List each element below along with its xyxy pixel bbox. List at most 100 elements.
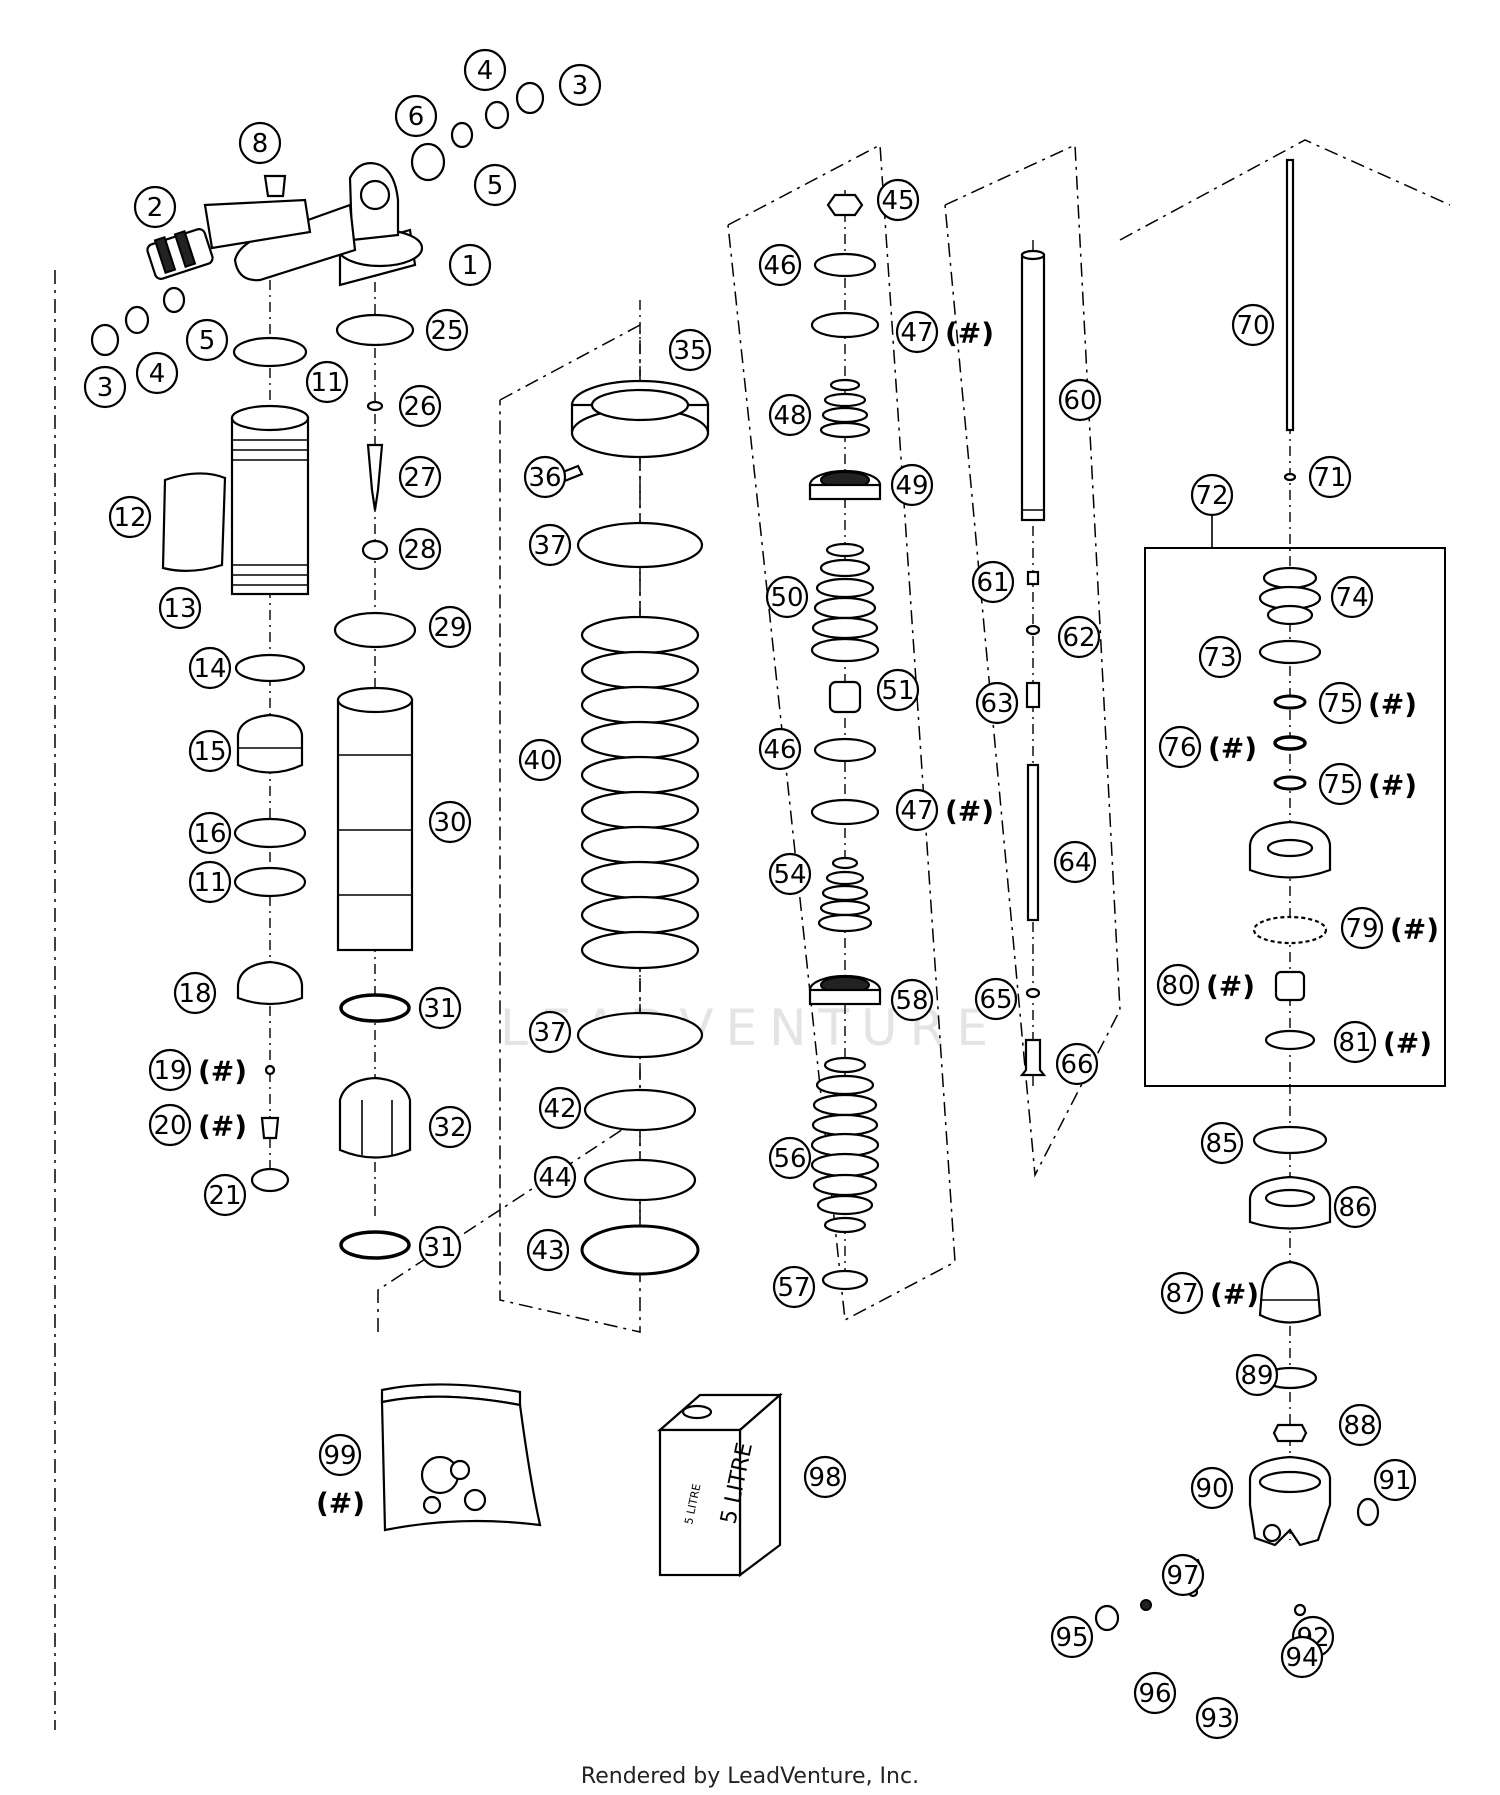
callout-number: 75	[1323, 689, 1356, 719]
part-54-shims	[817, 856, 873, 933]
callout-number: 3	[97, 373, 114, 403]
callout-circle	[1373, 1458, 1417, 1502]
callout-circle	[1333, 1020, 1377, 1064]
callout-circle	[185, 318, 229, 362]
callout-4: 4	[463, 48, 507, 92]
callout-80: 80(#)	[1156, 963, 1255, 1007]
callout-58: 58	[890, 978, 934, 1022]
part-75-o-ring-bottom	[1273, 775, 1307, 791]
callout-37: 37	[528, 523, 572, 567]
callout-circle	[188, 729, 232, 773]
callout-circle	[895, 310, 939, 354]
part-86-cap	[1248, 1175, 1332, 1230]
callout-13: 13	[158, 586, 202, 630]
callout-8: 8	[238, 121, 282, 165]
part-60-shaft	[1020, 249, 1046, 522]
callout-circle	[1280, 1635, 1324, 1679]
callout-number: 37	[533, 1018, 566, 1048]
callout-circle	[974, 977, 1018, 1021]
callout-16: 16	[188, 811, 232, 855]
callout-number: 16	[193, 819, 226, 849]
callout-circle	[188, 646, 232, 690]
callout-circle	[318, 1433, 362, 1477]
callout-circle	[975, 681, 1019, 725]
callout-number: 66	[1060, 1050, 1093, 1080]
callout-number: 80	[1161, 971, 1194, 1001]
callout-number: 27	[403, 463, 436, 493]
callout-number: 61	[976, 568, 1009, 598]
hash-marker: (#)	[316, 1487, 365, 1520]
callout-circle	[1050, 1615, 1094, 1659]
part-2-adjuster	[146, 228, 214, 280]
callout-62: 62	[1057, 615, 1101, 659]
callout-86: 86	[1333, 1185, 1377, 1229]
callout-circle	[148, 1103, 192, 1147]
footer-text: Rendered by LeadVenture, Inc.	[580, 1764, 920, 1789]
callout-number: 5	[199, 326, 216, 356]
callout-number: 6	[408, 102, 425, 132]
callout-circle	[1235, 1353, 1279, 1397]
hash-marker: (#)	[1368, 688, 1417, 721]
callout-11: 11	[188, 860, 232, 904]
callout-circle	[533, 1155, 577, 1199]
callout-14: 14	[188, 646, 232, 690]
callout-number: 48	[773, 401, 806, 431]
part-4-washer-right	[484, 100, 510, 130]
part-99-seal-kit	[380, 1383, 542, 1532]
callout-60: 60	[1058, 378, 1102, 422]
part-42-ring	[583, 1088, 697, 1132]
part-73-washer	[1258, 639, 1322, 665]
part-95-cap	[1094, 1604, 1120, 1632]
callout-number: 11	[193, 868, 226, 898]
callout-11: 11	[305, 360, 349, 404]
part-81-washer	[1264, 1029, 1316, 1051]
callout-2: 2	[133, 185, 177, 229]
callout-circle	[428, 1105, 472, 1149]
callout-circle	[1195, 1696, 1239, 1740]
part-50-shim-stack	[810, 542, 880, 663]
callout-number: 70	[1236, 311, 1269, 341]
hash-marker: (#)	[1208, 732, 1257, 765]
callout-48: 48	[768, 393, 812, 437]
callout-79: 79(#)	[1340, 906, 1439, 950]
callout-number: 8	[252, 129, 269, 159]
callout-circle	[538, 1086, 582, 1130]
part-14-ring	[234, 653, 306, 683]
callout-65: 65	[974, 977, 1018, 1021]
part-16-ring	[233, 817, 307, 849]
part-25-ring	[335, 313, 415, 347]
part-90-lower-eye	[1248, 1455, 1332, 1547]
callout-number: 50	[770, 583, 803, 613]
callout-number: 43	[531, 1236, 564, 1266]
callout-75: 75 (#)	[1318, 681, 1417, 725]
callout-number: 85	[1205, 1129, 1238, 1159]
callout-31: 31	[418, 1225, 462, 1269]
callout-number: 29	[433, 613, 466, 643]
part-40-spring	[580, 615, 700, 970]
callout-circle	[971, 560, 1015, 604]
callout-number: 99	[323, 1441, 356, 1471]
part-75-o-ring-top	[1273, 694, 1307, 710]
callout-number: 54	[773, 860, 806, 890]
callout-1: 1	[448, 243, 492, 287]
part-74-valve-top	[1258, 566, 1322, 626]
callout-circle	[428, 800, 472, 844]
callout-number: 46	[763, 251, 796, 281]
callout-number: 42	[543, 1094, 576, 1124]
callout-40: 40	[518, 738, 562, 782]
part-71-washer	[1283, 472, 1297, 482]
callout-circle	[1133, 1671, 1177, 1715]
callout-73: 73	[1198, 635, 1242, 679]
part-49-piston	[808, 469, 882, 501]
callout-circle	[1156, 963, 1200, 1007]
callout-number: 28	[403, 535, 436, 565]
callout-71: 71	[1308, 455, 1352, 499]
callout-37: 37	[528, 1010, 572, 1054]
column-d-parts	[1019, 240, 1047, 1090]
callout-circle	[1190, 1466, 1234, 1510]
callout-circle	[188, 860, 232, 904]
part-26-washer	[366, 400, 384, 412]
callout-circle	[398, 384, 442, 428]
callout-number: 31	[423, 994, 456, 1024]
